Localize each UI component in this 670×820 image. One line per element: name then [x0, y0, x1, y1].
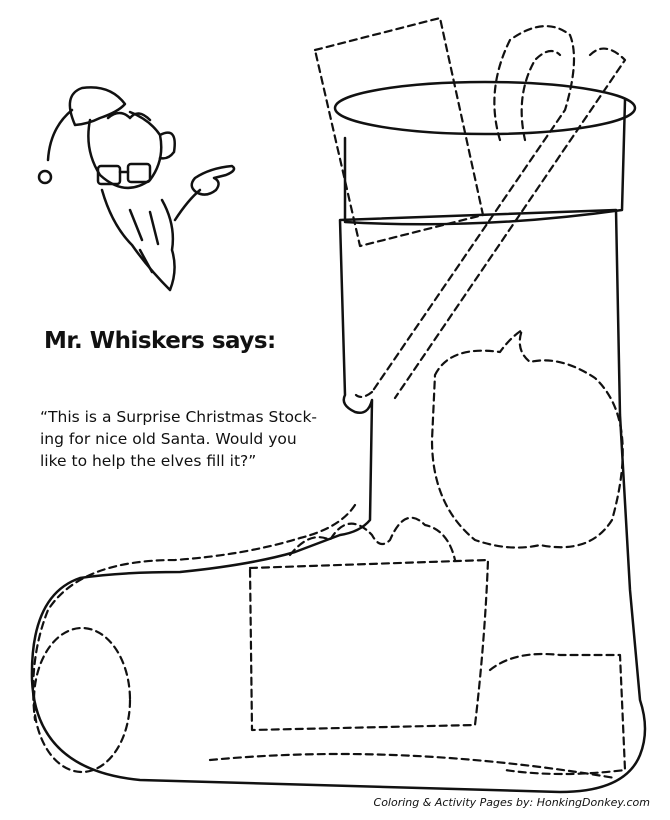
- elf-arm: [173, 188, 202, 222]
- quote-line: like to help the elves fill it?”: [40, 452, 257, 470]
- elf-hair: [106, 111, 152, 122]
- stocking-cuff: [343, 98, 627, 226]
- dashed-heel-patch: [488, 652, 627, 776]
- elf-hat-pompom: [37, 169, 53, 185]
- elf-pointing-hand: [190, 164, 236, 196]
- elf-glasses-left: [96, 164, 122, 186]
- elf-ear: [158, 131, 176, 160]
- elf-mr-whiskers-illustration: [37, 86, 236, 292]
- dashed-stocking-inner-outline: [32, 503, 357, 722]
- elf-hat-tail: [46, 108, 74, 162]
- elf-beard: [100, 188, 176, 292]
- elf-beard-lines: [128, 208, 160, 274]
- christmas-stocking: [30, 80, 647, 794]
- dashed-apple-shape: [430, 328, 624, 549]
- dashed-candy-cane: [354, 25, 627, 400]
- stocking-cuff-rim: [333, 80, 637, 136]
- dashed-circle-toe: [32, 626, 132, 774]
- dashed-hidden-items: [32, 16, 627, 780]
- dashed-rectangle-top: [313, 16, 485, 248]
- dashed-candy-cane-inner: [520, 49, 562, 142]
- elf-hat: [68, 86, 127, 127]
- mr-whiskers-heading: Mr. Whiskers says:: [44, 328, 276, 354]
- quote-line: ing for nice old Santa. Would you: [40, 430, 297, 448]
- mr-whiskers-quote: “This is a Surprise Christmas Stock- ing…: [40, 406, 370, 472]
- dashed-bottom-strip: [208, 752, 617, 780]
- stocking-outline: [30, 208, 647, 794]
- quote-line: “This is a Surprise Christmas Stock-: [40, 408, 318, 426]
- dashed-gift-box: [248, 558, 490, 732]
- dashed-gift-top-bumps: [288, 516, 457, 562]
- elf-glasses-right: [126, 162, 152, 184]
- credit-footer: Coloring & Activity Pages by: HonkingDon…: [373, 796, 650, 809]
